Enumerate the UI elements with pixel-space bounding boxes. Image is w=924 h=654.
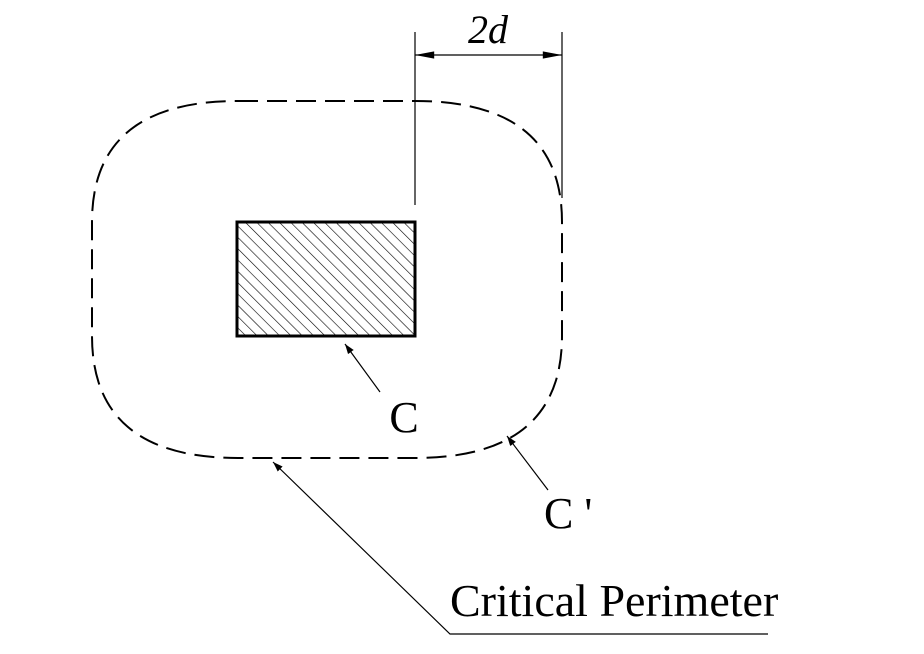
dimension-label: 2d: [468, 7, 509, 52]
callout-label: Critical Perimeter: [450, 575, 778, 626]
column-section: [235, 220, 417, 338]
column-leader: [344, 343, 381, 393]
critical-perimeter-outline: [91, 100, 563, 459]
callout-leader: [272, 461, 768, 635]
perimeter-leader: [506, 435, 549, 491]
perimeter-label: C ': [544, 489, 592, 538]
column-label: C: [389, 393, 418, 442]
